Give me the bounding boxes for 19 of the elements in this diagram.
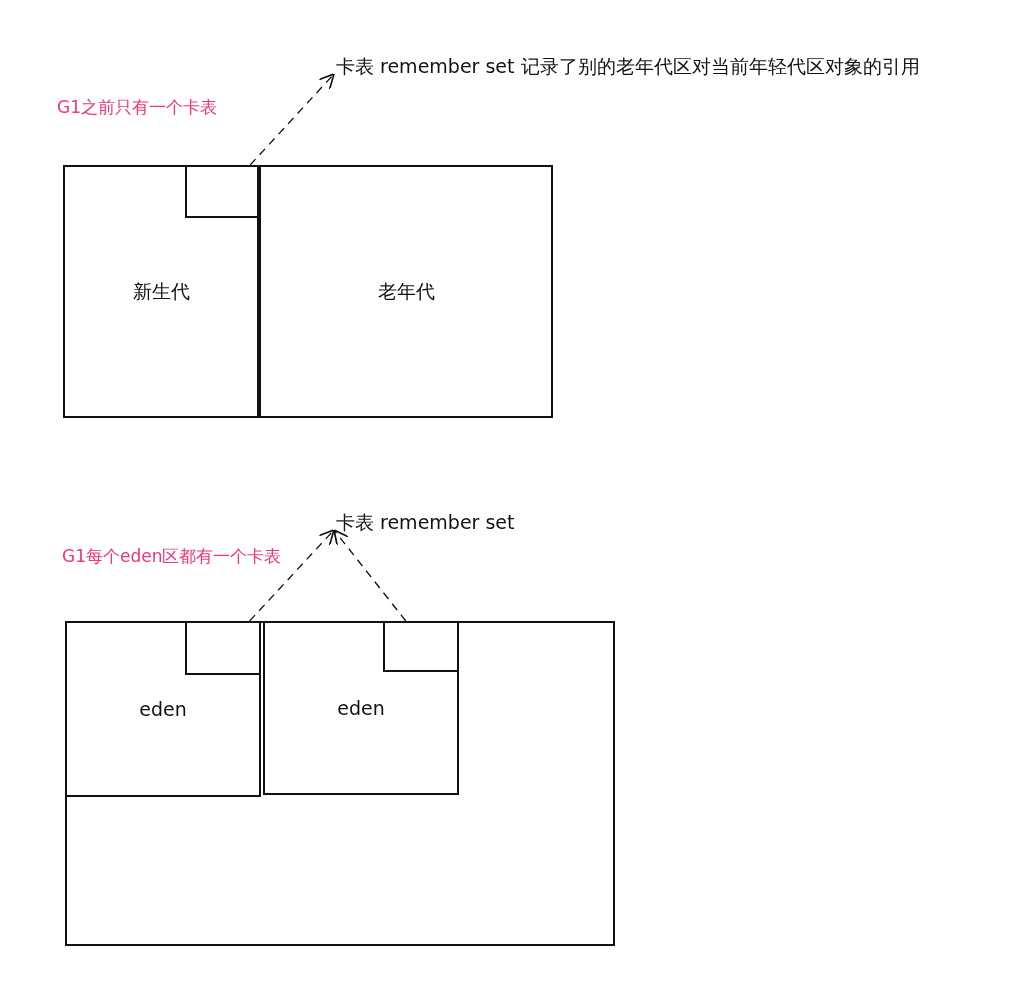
region-box: [259, 165, 553, 418]
card-table-box: [383, 621, 459, 672]
region-box: [263, 621, 459, 795]
region-label: eden: [139, 698, 187, 720]
note-text: G1每个eden区都有一个卡表: [62, 545, 282, 568]
dashed-arrow: [249, 73, 335, 166]
region-label: eden: [337, 697, 385, 719]
card-table-box: [185, 621, 261, 675]
region-box: [65, 621, 615, 946]
region-box: [63, 165, 259, 418]
card-table-box: [185, 165, 259, 218]
annotation-text: 卡表 remember set 记录了别的老年代区对当前年轻代区对象的引用: [336, 52, 956, 80]
note-text: G1之前只有一个卡表: [57, 96, 217, 119]
region-box: [65, 621, 261, 797]
region-label: 新生代: [132, 278, 190, 304]
region-label: 老年代: [377, 278, 435, 304]
dashed-arrow: [333, 529, 407, 622]
annotation-text: 卡表 remember set: [336, 508, 596, 536]
dashed-arrow: [248, 529, 335, 622]
